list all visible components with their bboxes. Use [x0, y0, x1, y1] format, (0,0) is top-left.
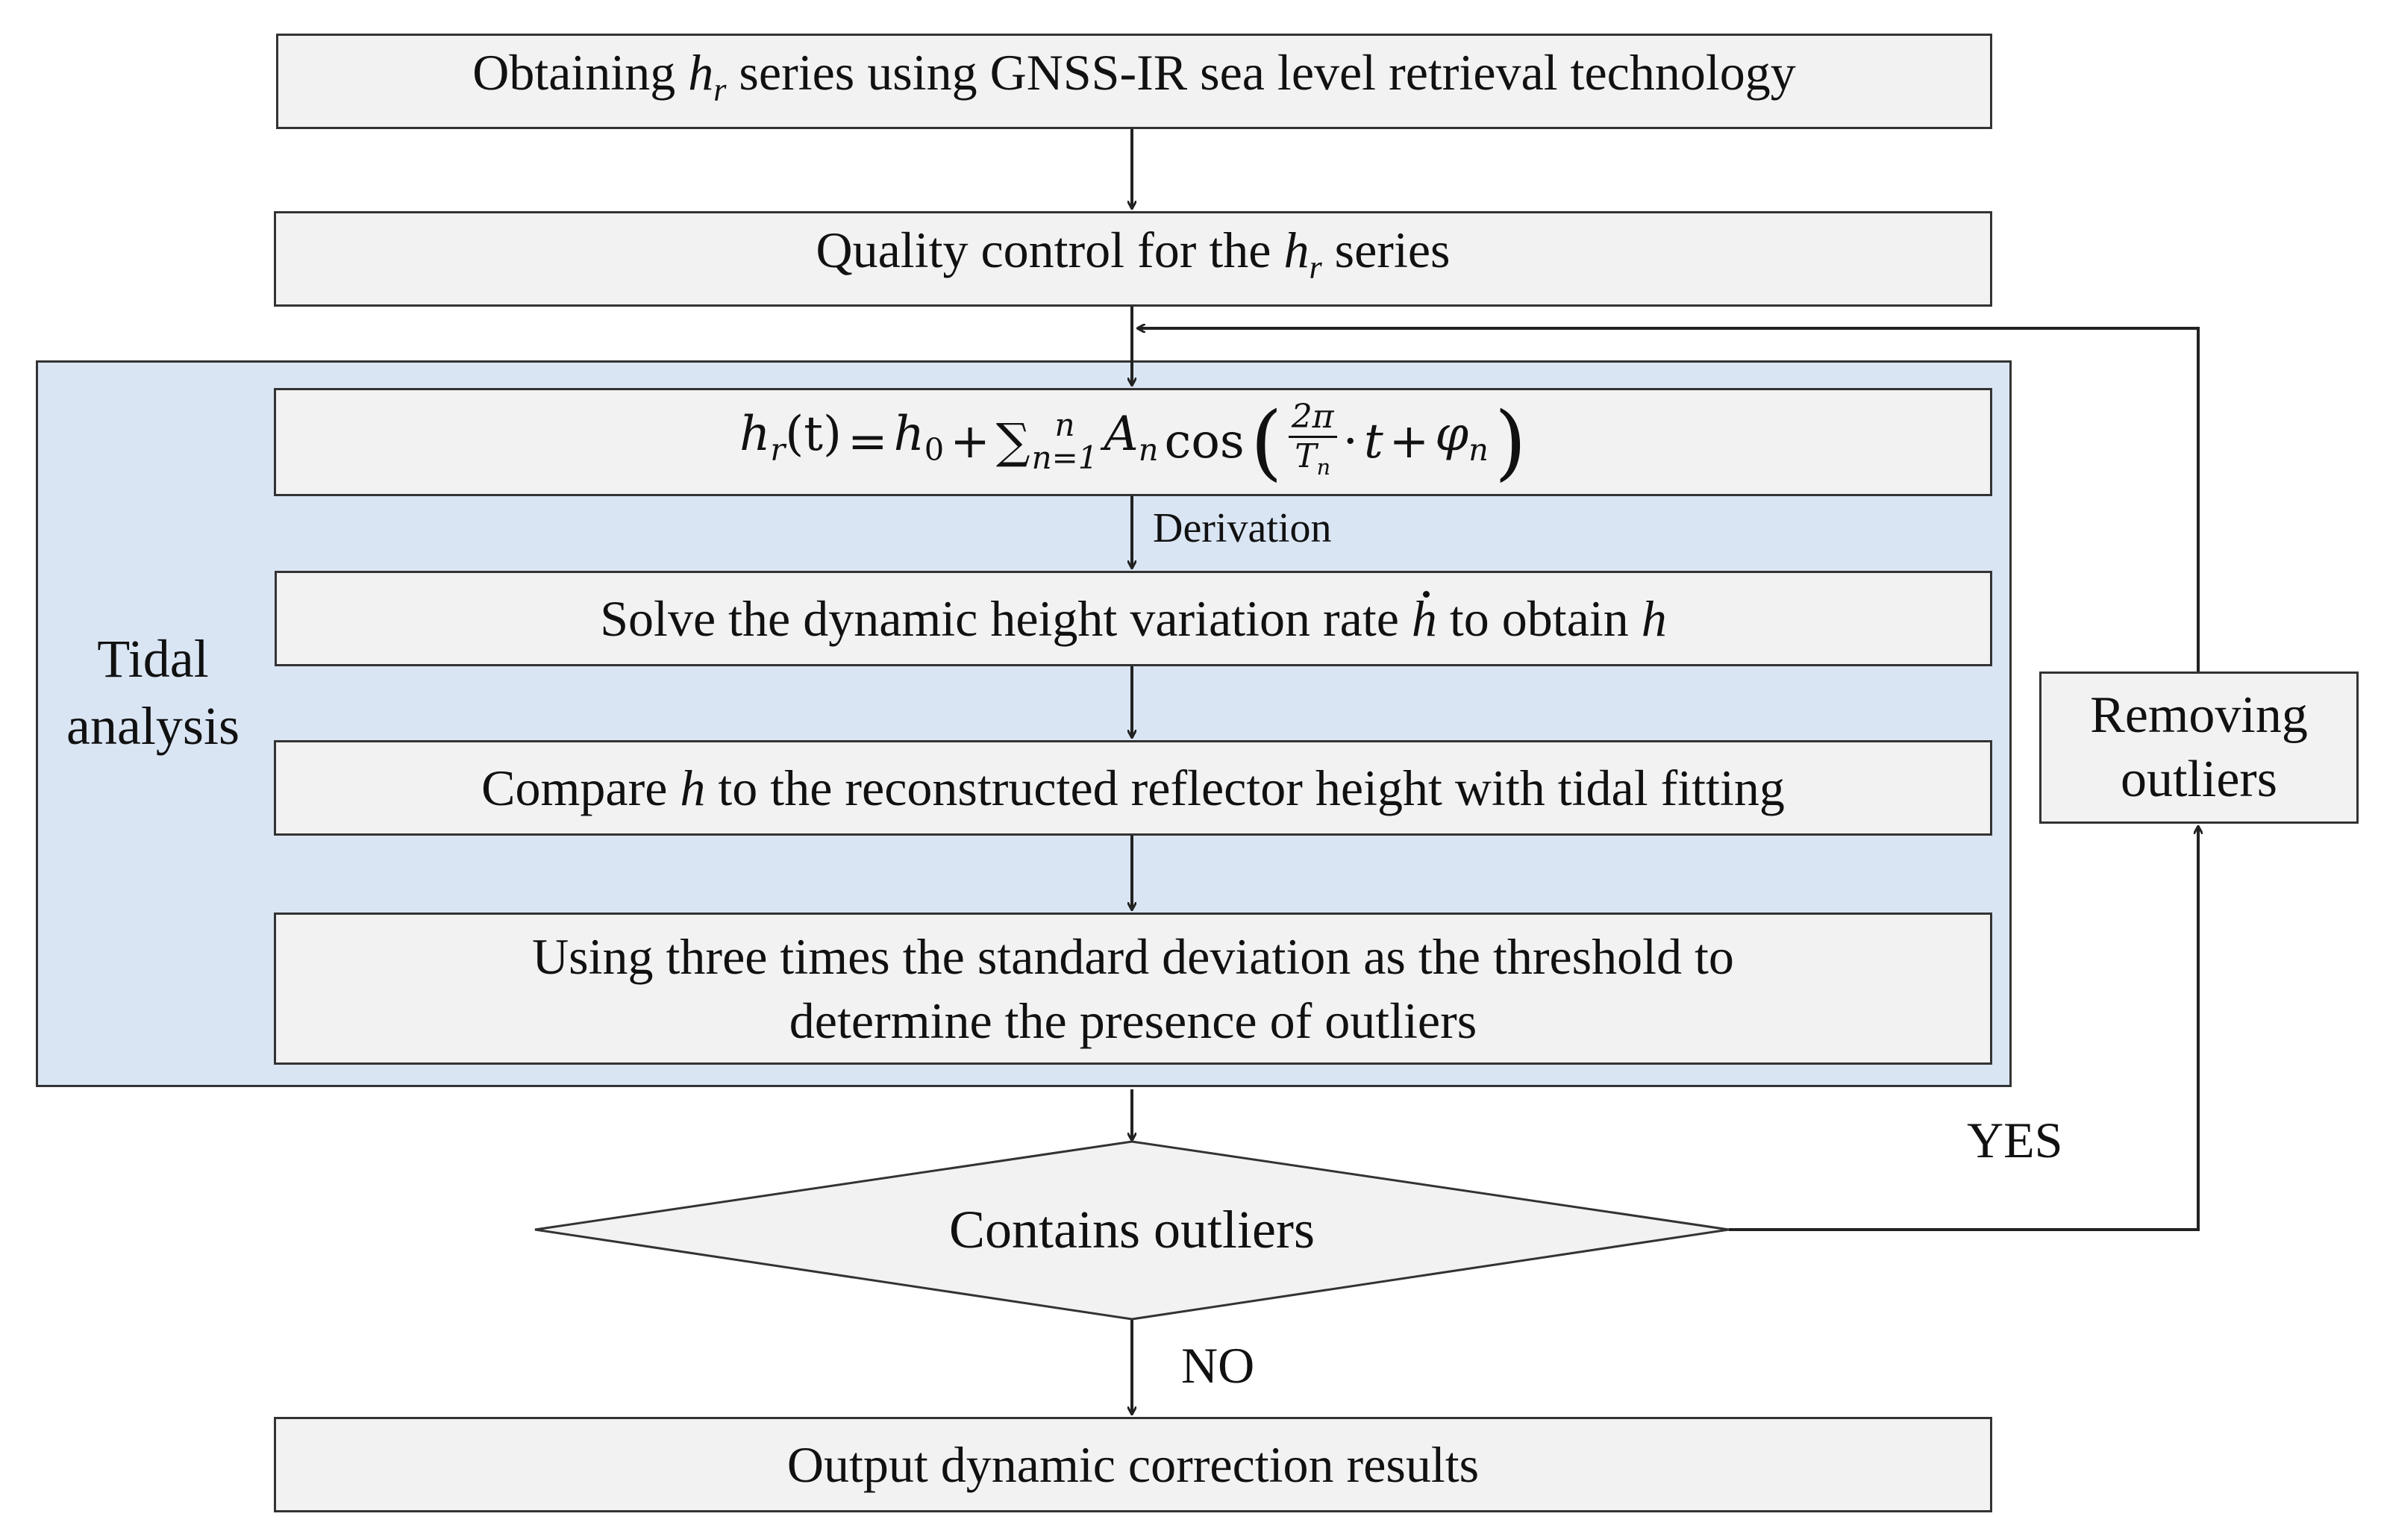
formula-amplitude: An [1104, 402, 1159, 482]
formula-h0-sub: 0 [924, 431, 945, 468]
step4-middle: to obtain [1436, 590, 1642, 647]
arrow-yes-removing [1729, 827, 2198, 1231]
output-text: Output dynamic correction results [786, 1436, 1480, 1493]
step-obtaining-hr-series: Obtaining hr series using GNSS-IR sea le… [276, 34, 1992, 129]
formula-h0-var: h [893, 407, 924, 463]
formula-sum: ∑ n n=1 [996, 409, 1098, 475]
tidal-analysis-line2: analysis [66, 696, 240, 756]
sum-symbol: ∑ [995, 414, 1030, 470]
removing-outliers-box: Removing outliers [2039, 672, 2359, 824]
step-solve-dynamic-height: Solve the dynamic height variation rate … [275, 571, 1992, 666]
fraction-denominator: Tn [1295, 438, 1330, 486]
step1-sub: r [713, 71, 727, 108]
formula-lhs: hr(t) [739, 402, 842, 482]
step1-prefix: Obtaining [472, 44, 689, 101]
formula-t: t [1363, 414, 1383, 470]
step-output-results: Output dynamic correction results [274, 1417, 1992, 1512]
removing-line1: Removing [2090, 686, 2308, 744]
formula-h0: h0 [894, 402, 945, 482]
formula-lhs-var: h [739, 407, 771, 463]
formula-left-paren: ( [1250, 394, 1283, 490]
step2-suffix: series [1321, 222, 1451, 279]
formula-fraction: 2π Tn [1288, 398, 1337, 486]
step5-suffix: to the reconstructed reflector height wi… [705, 760, 1785, 816]
step1-suffix: series using GNSS-IR sea level retrieval… [726, 44, 1796, 101]
sum-upper: n [1054, 407, 1075, 444]
removing-line2: outliers [2121, 751, 2277, 808]
step5-var: h [680, 760, 706, 816]
step1-var: h [688, 44, 714, 101]
step-threshold-check: Using three times the standard deviation… [274, 913, 1992, 1065]
formula-amp-var: A [1104, 407, 1139, 463]
step6-line1: Using three times the standard deviation… [532, 928, 1734, 985]
sum-limits: n n=1 [1032, 409, 1098, 475]
decision-diamond [534, 1140, 1730, 1321]
no-label: NO [1181, 1337, 1255, 1394]
formula-plus: + [950, 414, 990, 470]
formula-dot: · [1342, 414, 1358, 470]
fraction-numerator: 2π [1288, 398, 1337, 439]
step5-text: Compare h to the reconstructed reflector… [481, 756, 1785, 820]
arrow-removing-loopback [1138, 328, 2200, 672]
formula-cos: cos [1164, 414, 1245, 470]
step6-line2: determine the presence of outliers [789, 992, 1477, 1049]
step2-sub: r [1309, 248, 1322, 286]
formula-lhs-sub: r [770, 431, 786, 468]
formula-plus2: + [1389, 414, 1430, 470]
step1-text: Obtaining hr series using GNSS-IR sea le… [472, 40, 1795, 122]
step2-text: Quality control for the hr series [816, 218, 1451, 300]
formula-amp-sub: n [1138, 431, 1159, 468]
step2-prefix: Quality control for the [816, 222, 1284, 279]
fraction-den-sub: n [1316, 454, 1331, 480]
sum-lower: n=1 [1031, 439, 1098, 477]
tidal-formula-box: hr(t) = h0 + ∑ n n=1 An cos ( 2π Tn · t … [274, 388, 1992, 496]
tidal-analysis-line1: Tidal [97, 629, 209, 689]
derivation-label: Derivation [1153, 505, 1332, 551]
formula-phase: φn [1435, 402, 1489, 482]
formula-right-paren: ) [1494, 394, 1527, 490]
formula-phi-sub: n [1468, 431, 1489, 468]
step-compare-h: Compare h to the reconstructed reflector… [274, 740, 1992, 836]
formula-phi: φ [1435, 407, 1469, 463]
step2-var: h [1283, 222, 1310, 279]
decision-text: Contains outliers [949, 1199, 1315, 1259]
tidal-analysis-label: Tidal analysis [45, 625, 261, 760]
formula-equals: = [847, 414, 888, 470]
yes-label: YES [1967, 1112, 2063, 1168]
formula-lhs-arg: (t) [785, 407, 842, 463]
step4-text: Solve the dynamic height variation rate … [600, 586, 1667, 651]
step5-prefix: Compare [481, 760, 680, 816]
tidal-formula: hr(t) = h0 + ∑ n n=1 An cos ( 2π Tn · t … [739, 398, 1527, 486]
step4-hdot: h [1412, 586, 1437, 651]
step4-var2: h [1641, 590, 1667, 647]
fraction-den-var: T [1295, 437, 1317, 476]
step-quality-control: Quality control for the hr series [274, 211, 1992, 307]
step4-prefix: Solve the dynamic height variation rate [600, 590, 1412, 647]
